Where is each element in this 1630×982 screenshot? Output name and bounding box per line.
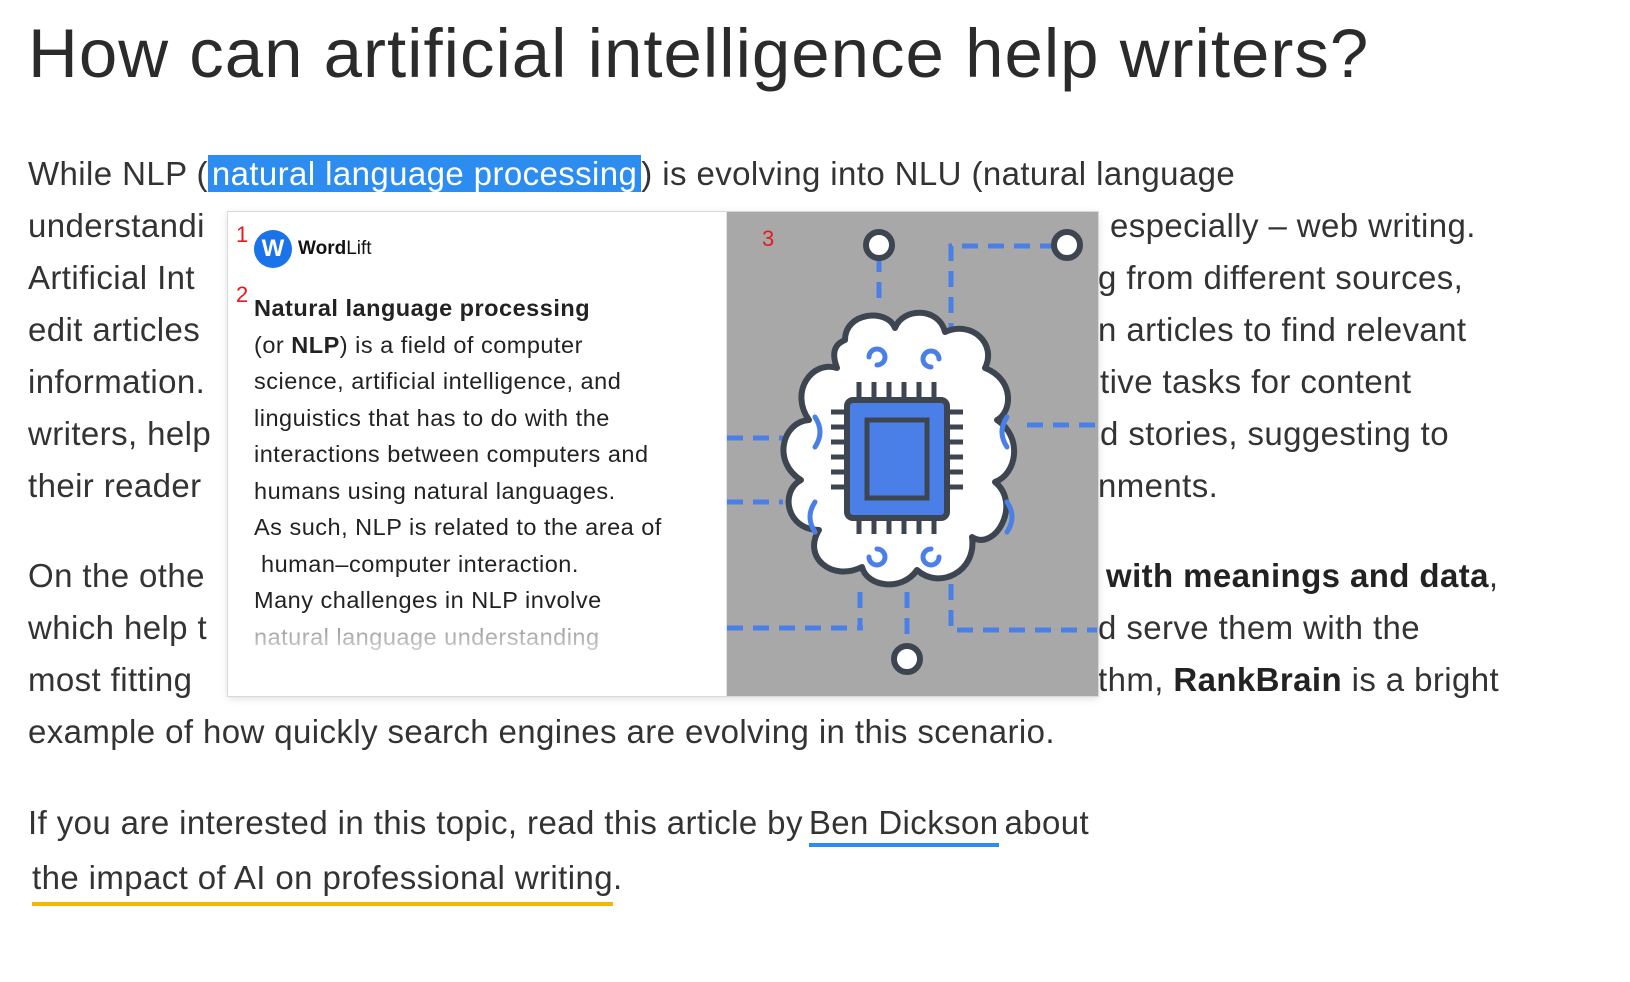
marker-1: 1 [236,222,249,247]
def-line: Many challenges in NLP involve [254,587,602,613]
marker-2: 2 [236,282,249,307]
p1-line-2-right: especially – web writing. [1110,207,1476,244]
brand-lift: Lift [346,238,372,259]
def-text: ) is a field of computer [339,331,583,358]
def-line: human–computer interaction. [254,550,579,577]
popup-image-pane: 3 [727,212,1098,696]
term-title: Natural language processing [254,295,591,321]
p1-line-2: understandi [28,207,205,244]
wordlift-logo-icon: W [254,230,292,268]
p1-line-1: While NLP (natural language processing) … [28,148,1235,200]
p1-line-3-right: g from different sources, [1098,259,1464,296]
p3-text: about [1004,804,1090,841]
brand-word: Word [298,238,347,259]
p1-text: While NLP ( [28,155,208,192]
def-line: linguistics that has to do with the [254,404,610,431]
p1-line-7: their reader [28,467,202,504]
entity-popup[interactable]: 1 2 W WordLift Natural language processi… [228,212,1098,696]
highlighted-term[interactable]: natural language processing [207,155,642,192]
def-line: interactions between computers and [254,441,649,467]
p1-line-3: Artificial Int [28,259,195,296]
def-text: (or [254,331,292,358]
p1-line-5: information. [28,363,206,400]
marker-3: 3 [762,226,775,251]
popup-definition: Natural language processing (or NLP) is … [254,290,724,655]
p3-line-1: If you are interested in this topic, rea… [28,797,1089,849]
p3-line-2: the impact of AI on professional writing… [28,852,623,906]
author-link[interactable]: Ben Dickson [808,804,999,847]
ai-brain-chip-icon [727,229,1097,675]
p2-line-1: On the othe [28,557,205,594]
p2-line-3-right: thm, RankBrain is a bright [1098,654,1499,706]
def-bold: NLP [291,331,340,358]
bold-rankbrain: RankBrain [1173,661,1343,698]
wordlift-brand[interactable]: W WordLift [254,230,372,268]
p1-line-4-right: n articles to find relevant [1098,311,1467,348]
def-line: science, artificial intelligence, and [254,368,622,394]
p2-text: , [1488,557,1499,594]
popup-term: Natural language processing [254,290,724,327]
p2-line-2-right: d serve them with the [1098,609,1421,646]
p2-text: is a bright [1342,661,1500,698]
p2-line-3: most fitting [28,661,193,698]
article-link[interactable]: the impact of AI on professional writing [32,859,613,906]
p1-line-5-right: tive tasks for content [1100,363,1412,400]
popup-text-pane: 1 2 W WordLift Natural language processi… [228,212,727,696]
def-line: (or NLP) is a field of computer [254,327,724,364]
p2-line-4: example of how quickly search engines ar… [28,713,1055,750]
brand-name: WordLift [298,238,372,260]
p1-line-4: edit articles [28,311,201,348]
p1-line-6: writers, help [28,415,212,452]
p1-line-6-right: d stories, suggesting to [1100,415,1449,452]
p1-text: ) is evolving into NLU (natural language [641,155,1236,192]
article-title: How can artificial intelligence help wri… [28,15,1370,92]
def-line: As such, NLP is related to the area of [254,514,662,540]
p1-line-7-right: nments. [1098,467,1219,504]
bold-phrase: with meanings and data [1106,557,1489,594]
text-fade [228,626,726,666]
p2-text: thm, [1098,661,1174,698]
p3-text: . [612,859,623,896]
def-line: humans using natural languages. [254,477,616,504]
p2-line-1-right: with meanings and data, [1106,550,1498,602]
p3-text: If you are interested in this topic, rea… [28,804,803,841]
p2-line-2: which help t [28,609,208,646]
